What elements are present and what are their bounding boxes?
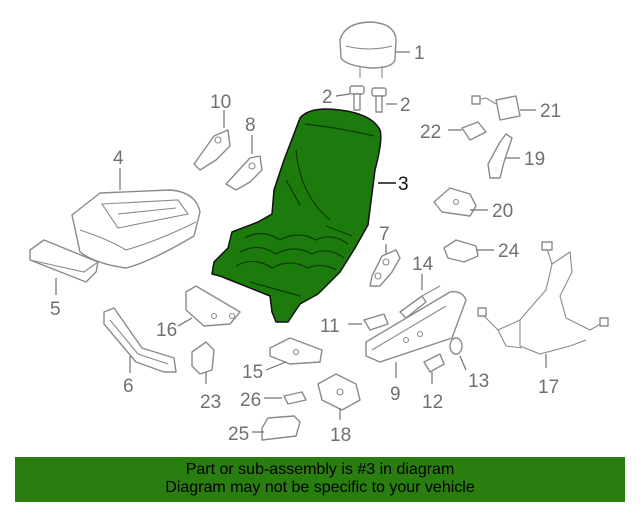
part-7-bracket[interactable] <box>369 249 401 287</box>
callout-1: 1 <box>414 43 425 64</box>
callout-26: 26 <box>240 390 261 411</box>
part-15-bracket[interactable] <box>269 337 323 365</box>
part-17-wiring-harness[interactable] <box>477 241 609 355</box>
callout-9: 9 <box>390 384 401 405</box>
callout-18: 18 <box>330 425 351 446</box>
part-25-cover[interactable] <box>261 415 301 441</box>
callout-3: 3 <box>398 174 409 195</box>
part-9-side-shield[interactable] <box>365 290 467 363</box>
part-6-trim-strip[interactable] <box>103 307 177 373</box>
footer-banner: Part or sub-assembly is #3 in diagram Di… <box>15 457 625 502</box>
callout-10: 10 <box>210 92 231 113</box>
callout-20: 20 <box>492 201 513 222</box>
part-11-knob[interactable] <box>363 313 389 331</box>
leader-13 <box>459 355 467 371</box>
callout-22: 22 <box>420 122 441 143</box>
part-3-seat-assembly[interactable] <box>211 108 382 323</box>
part-20-bracket[interactable] <box>433 187 477 217</box>
callout-4: 4 <box>113 148 124 169</box>
part-5-side-pad[interactable] <box>29 239 99 283</box>
callout-14: 14 <box>412 254 434 275</box>
parts-diagram: 1 2 2 3 4 5 6 <box>29 21 609 446</box>
part-2-headrest-guide[interactable] <box>349 85 387 113</box>
leader-2a <box>335 93 351 97</box>
callout-8: 8 <box>245 115 256 136</box>
callout-2b: 2 <box>400 95 411 116</box>
callout-23: 23 <box>200 392 221 413</box>
part-1-headrest[interactable] <box>339 21 397 78</box>
callout-2a: 2 <box>322 87 333 108</box>
callout-15: 15 <box>242 362 263 383</box>
part-10-bracket[interactable] <box>193 129 231 171</box>
callout-6: 6 <box>123 376 134 397</box>
callout-24: 24 <box>498 241 520 262</box>
callout-5: 5 <box>50 299 61 320</box>
callout-25: 25 <box>228 424 249 445</box>
callout-12: 12 <box>422 392 443 413</box>
part-21-module[interactable] <box>471 95 521 121</box>
leader-16 <box>177 317 193 327</box>
part-14-connector[interactable] <box>399 285 441 319</box>
part-4-seat-cushion[interactable] <box>71 189 201 269</box>
part-18-latch[interactable] <box>317 373 361 411</box>
callout-17: 17 <box>538 377 559 398</box>
part-23-bracket[interactable] <box>191 341 215 375</box>
part-24-clip[interactable] <box>443 239 479 263</box>
footer-line-1: Part or sub-assembly is #3 in diagram <box>185 461 455 478</box>
callout-11: 11 <box>320 316 340 337</box>
leader-15 <box>265 361 287 371</box>
callout-21: 21 <box>540 101 561 122</box>
callout-19: 19 <box>524 149 545 170</box>
part-16-track-cover[interactable] <box>185 285 241 327</box>
footer-line-2: Diagram may not be specific to your vehi… <box>165 479 475 496</box>
callout-13: 13 <box>468 371 489 392</box>
part-22-pad[interactable] <box>461 121 487 141</box>
part-13-round-knob[interactable] <box>449 337 463 355</box>
part-8-bracket[interactable] <box>225 155 263 191</box>
part-26-button[interactable] <box>283 391 307 405</box>
part-12-switch[interactable] <box>423 353 445 373</box>
callout-16: 16 <box>156 320 177 341</box>
part-19-hinge[interactable] <box>487 133 513 179</box>
callout-7: 7 <box>379 224 390 245</box>
